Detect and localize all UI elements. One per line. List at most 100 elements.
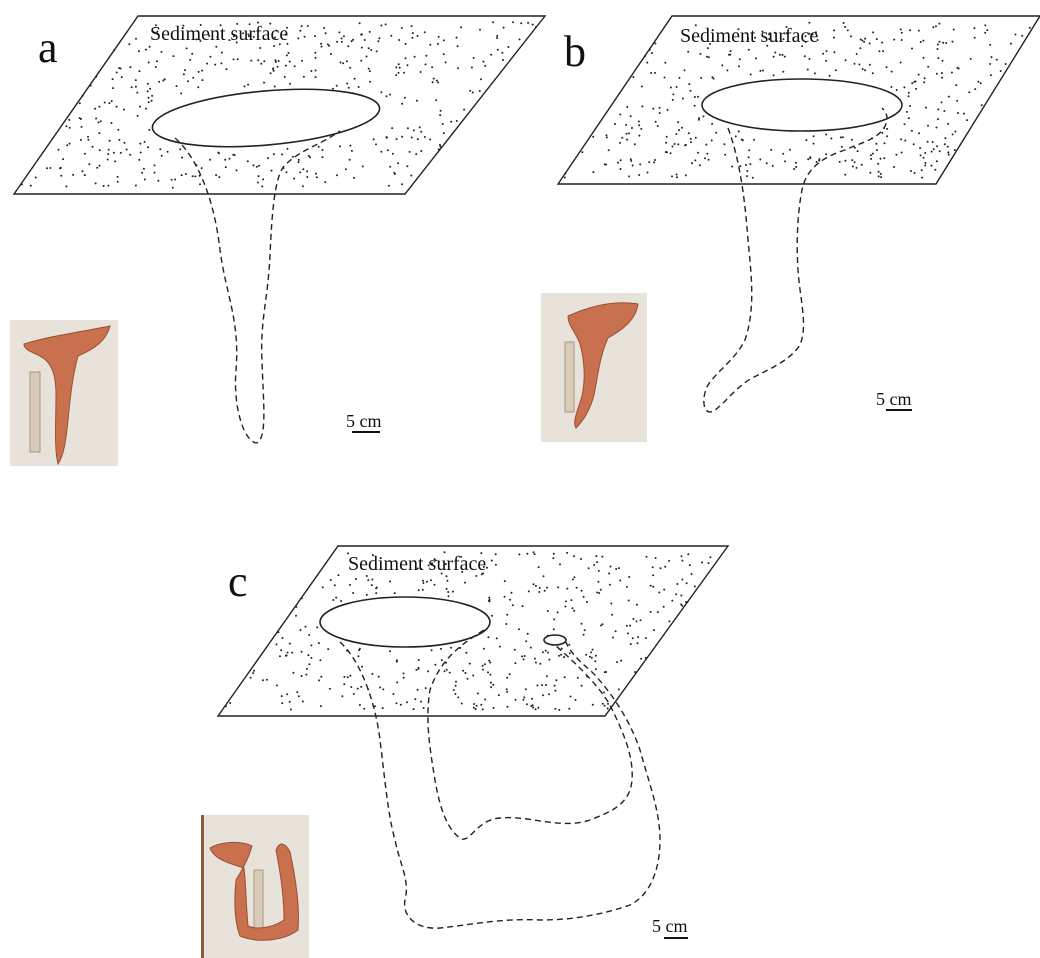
sediment-dot bbox=[818, 160, 820, 162]
sediment-dot bbox=[569, 652, 571, 654]
sediment-dot bbox=[433, 78, 435, 80]
sediment-dot bbox=[396, 138, 398, 140]
sediment-dot bbox=[650, 611, 652, 613]
sediment-dot bbox=[560, 654, 562, 656]
sediment-dot bbox=[366, 575, 368, 577]
sediment-dot bbox=[316, 176, 318, 178]
sediment-dot bbox=[113, 49, 115, 51]
sediment-dot bbox=[652, 108, 654, 110]
sediment-dot bbox=[375, 587, 377, 589]
sediment-dot bbox=[941, 101, 943, 103]
sediment-dot bbox=[629, 625, 631, 627]
sediment-dot bbox=[431, 66, 433, 68]
sediment-dot bbox=[774, 52, 776, 54]
sediment-dot bbox=[476, 705, 478, 707]
sediment-dot bbox=[398, 39, 400, 41]
sediment-dot bbox=[581, 623, 583, 625]
sediment-dot bbox=[805, 139, 807, 141]
sediment-dot bbox=[904, 140, 906, 142]
sediment-dot bbox=[336, 41, 338, 43]
sediment-dot bbox=[275, 61, 277, 63]
sediment-dot bbox=[525, 688, 527, 690]
sediment-dot bbox=[412, 32, 414, 34]
sediment-dot bbox=[752, 177, 754, 179]
sediment-dot bbox=[553, 628, 555, 630]
sediment-dot bbox=[225, 705, 227, 707]
sediment-dot bbox=[100, 120, 102, 122]
sediment-dot bbox=[561, 648, 563, 650]
sediment-dot bbox=[496, 637, 498, 639]
sediment-dot bbox=[357, 688, 359, 690]
sediment-dot bbox=[432, 81, 434, 83]
sediment-dot bbox=[274, 59, 276, 61]
sediment-dot bbox=[932, 141, 934, 143]
sediment-dot bbox=[424, 31, 426, 33]
sediment-dot bbox=[292, 156, 294, 158]
sediment-dot bbox=[368, 68, 370, 70]
sediment-dot bbox=[221, 52, 223, 54]
sediment-dot bbox=[330, 579, 332, 581]
sediment-dot bbox=[291, 652, 293, 654]
sediment-dot bbox=[306, 668, 308, 670]
sediment-dot bbox=[592, 704, 594, 706]
sediment-dot bbox=[357, 655, 359, 657]
sediment-dot bbox=[509, 673, 511, 675]
sediment-dot bbox=[939, 150, 941, 152]
sediment-dot bbox=[336, 85, 338, 87]
sediment-dot bbox=[260, 63, 262, 65]
sediment-dot bbox=[148, 101, 150, 103]
sediment-dot bbox=[858, 64, 860, 66]
sediment-dot bbox=[139, 70, 141, 72]
sediment-dot bbox=[955, 84, 957, 86]
sediment-dot bbox=[713, 78, 715, 80]
sediment-dot bbox=[285, 655, 287, 657]
panel-a-photo-ruler bbox=[30, 372, 40, 452]
sediment-dot bbox=[657, 125, 659, 127]
sediment-dot bbox=[557, 611, 559, 613]
sediment-dot bbox=[298, 695, 300, 697]
sediment-dot bbox=[650, 72, 652, 74]
sediment-dot bbox=[94, 108, 96, 110]
sediment-dot bbox=[609, 584, 611, 586]
sediment-dot bbox=[484, 663, 486, 665]
sediment-dot bbox=[864, 38, 866, 40]
sediment-dot bbox=[139, 143, 141, 145]
sediment-dot bbox=[371, 673, 373, 675]
sediment-dot bbox=[498, 694, 500, 696]
sediment-dot bbox=[672, 93, 674, 95]
sediment-dot bbox=[495, 553, 497, 555]
sediment-dot bbox=[437, 43, 439, 45]
sediment-dot bbox=[607, 708, 609, 710]
sediment-dot bbox=[359, 704, 361, 706]
sediment-dot bbox=[954, 149, 956, 151]
sediment-dot bbox=[921, 177, 923, 179]
sediment-dot bbox=[595, 655, 597, 657]
sediment-dot bbox=[854, 161, 856, 163]
sediment-dot bbox=[280, 649, 282, 651]
sediment-dot bbox=[315, 70, 317, 72]
sediment-dot bbox=[495, 564, 497, 566]
sediment-dot bbox=[66, 144, 68, 146]
sediment-dot bbox=[349, 145, 351, 147]
sediment-dot bbox=[95, 182, 97, 184]
sediment-dot bbox=[375, 592, 377, 594]
sediment-dot bbox=[851, 159, 853, 161]
sediment-dot bbox=[111, 122, 113, 124]
sediment-dot bbox=[253, 164, 255, 166]
sediment-dot bbox=[418, 659, 420, 661]
sediment-dot bbox=[184, 69, 186, 71]
sediment-dot bbox=[691, 162, 693, 164]
sediment-dot bbox=[690, 138, 692, 140]
sediment-dot bbox=[281, 154, 283, 156]
sediment-dot bbox=[977, 81, 979, 83]
sediment-dot bbox=[604, 705, 606, 707]
sediment-dot bbox=[664, 77, 666, 79]
sediment-dot bbox=[908, 92, 910, 94]
sediment-dot bbox=[826, 50, 828, 52]
sediment-dot bbox=[398, 72, 400, 74]
sediment-dot bbox=[566, 588, 568, 590]
sediment-dot bbox=[699, 164, 701, 166]
sediment-dot bbox=[343, 676, 345, 678]
sediment-dot bbox=[1005, 63, 1007, 65]
sediment-dot bbox=[473, 57, 475, 59]
